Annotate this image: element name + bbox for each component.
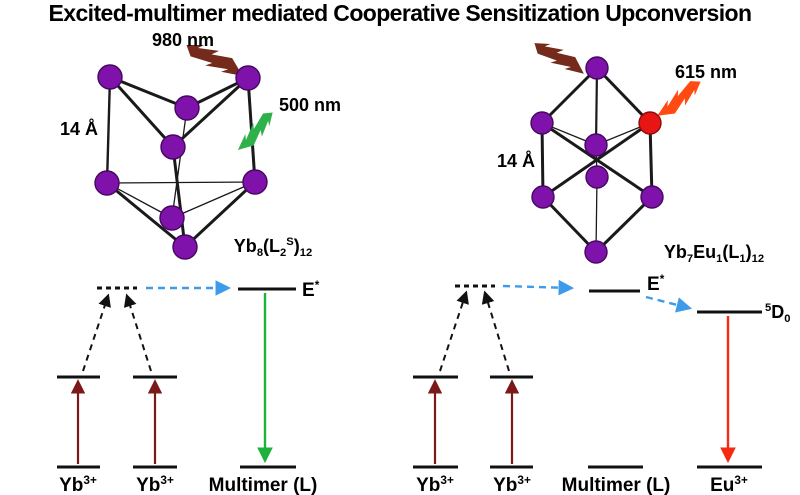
metal-bond bbox=[171, 76, 250, 149]
cooperative-arrow-2 bbox=[481, 290, 510, 372]
laser-980-bolt-right bbox=[534, 43, 584, 74]
metal-bond bbox=[108, 75, 189, 110]
metal-bond bbox=[171, 181, 256, 219]
metal-bond bbox=[105, 75, 112, 185]
label-5d0: 5D0 bbox=[765, 302, 790, 325]
yb-atom bbox=[94, 170, 120, 196]
label-yb2: Yb3+ bbox=[493, 473, 531, 495]
eu-atom bbox=[638, 111, 662, 135]
yb-atom bbox=[585, 56, 609, 80]
yb-atom bbox=[174, 95, 200, 121]
label-eu: Eu3+ bbox=[710, 473, 748, 495]
metal-bond bbox=[594, 66, 599, 147]
label-14A-right: 14 Å bbox=[497, 151, 535, 171]
yb-atom bbox=[97, 64, 123, 90]
energy-transfer-arrow-1 bbox=[502, 279, 575, 296]
yb-atom bbox=[242, 169, 268, 195]
cooperative-arrow-1 bbox=[82, 293, 111, 372]
metal-bond bbox=[171, 145, 187, 249]
yb-atom bbox=[159, 205, 185, 231]
metal-bond bbox=[595, 66, 652, 125]
metal-bond bbox=[540, 66, 599, 125]
yb7eu1-cluster: 615 nm 14 Å Yb7Eu1(L1)12 bbox=[497, 43, 764, 265]
yb-atom bbox=[640, 185, 664, 209]
emission-615-bolt bbox=[657, 81, 701, 116]
emission-500-bolt bbox=[237, 112, 273, 151]
label-multimer: Multimer (L) bbox=[562, 475, 671, 495]
label-14A: 14 Å bbox=[60, 119, 98, 139]
yb-atom bbox=[585, 165, 609, 189]
laser-980-bolt bbox=[186, 45, 243, 76]
metal-bond bbox=[648, 121, 654, 199]
formula-yb7eu1: Yb7Eu1(L1)12 bbox=[664, 242, 764, 265]
yb-atom bbox=[584, 240, 608, 264]
label-500nm: 500 nm bbox=[279, 95, 341, 115]
label-615nm: 615 nm bbox=[675, 62, 737, 82]
label-multimer: Multimer (L) bbox=[209, 475, 318, 495]
yb-atom bbox=[235, 65, 261, 91]
metal-bond bbox=[594, 195, 654, 254]
yb-atom bbox=[531, 185, 555, 209]
cooperative-arrow-2 bbox=[123, 293, 152, 372]
csu-diagram-yb7eu1: Yb3+ Yb3+ Multimer (L) Eu3+ E* 5D0 bbox=[413, 272, 790, 495]
yb-atom bbox=[160, 134, 186, 160]
label-980nm: 980 nm bbox=[152, 30, 214, 50]
yb-atom bbox=[530, 111, 554, 135]
metal-bond bbox=[595, 176, 598, 253]
energy-transfer-arrow-2 bbox=[645, 295, 693, 313]
figure-title: Excited-multimer mediated Cooperative Se… bbox=[48, 0, 752, 26]
yb-atom bbox=[584, 133, 608, 157]
yb-atom bbox=[172, 234, 198, 260]
metal-bond bbox=[105, 181, 187, 249]
label-yb2: Yb3+ bbox=[136, 473, 174, 495]
formula-yb8: Yb8(L2S)12 bbox=[234, 236, 312, 259]
label-estar: E* bbox=[302, 278, 320, 301]
yb8-cluster: 980 nm 500 nm 14 Å Yb8(L2S)12 bbox=[60, 30, 341, 260]
metal-bond bbox=[171, 107, 188, 219]
metal-bond bbox=[540, 121, 545, 199]
metal-bond bbox=[106, 181, 256, 184]
metal-bond bbox=[108, 75, 175, 149]
metal-bond bbox=[183, 180, 257, 249]
label-yb1: Yb3+ bbox=[59, 473, 97, 495]
label-estar: E* bbox=[647, 272, 665, 295]
cooperative-arrow-1 bbox=[439, 290, 469, 372]
metal-bond bbox=[541, 195, 598, 254]
csu-diagram-yb8: Yb3+ Yb3+ Multimer (L) E* bbox=[57, 278, 320, 495]
label-yb1: Yb3+ bbox=[416, 473, 454, 495]
